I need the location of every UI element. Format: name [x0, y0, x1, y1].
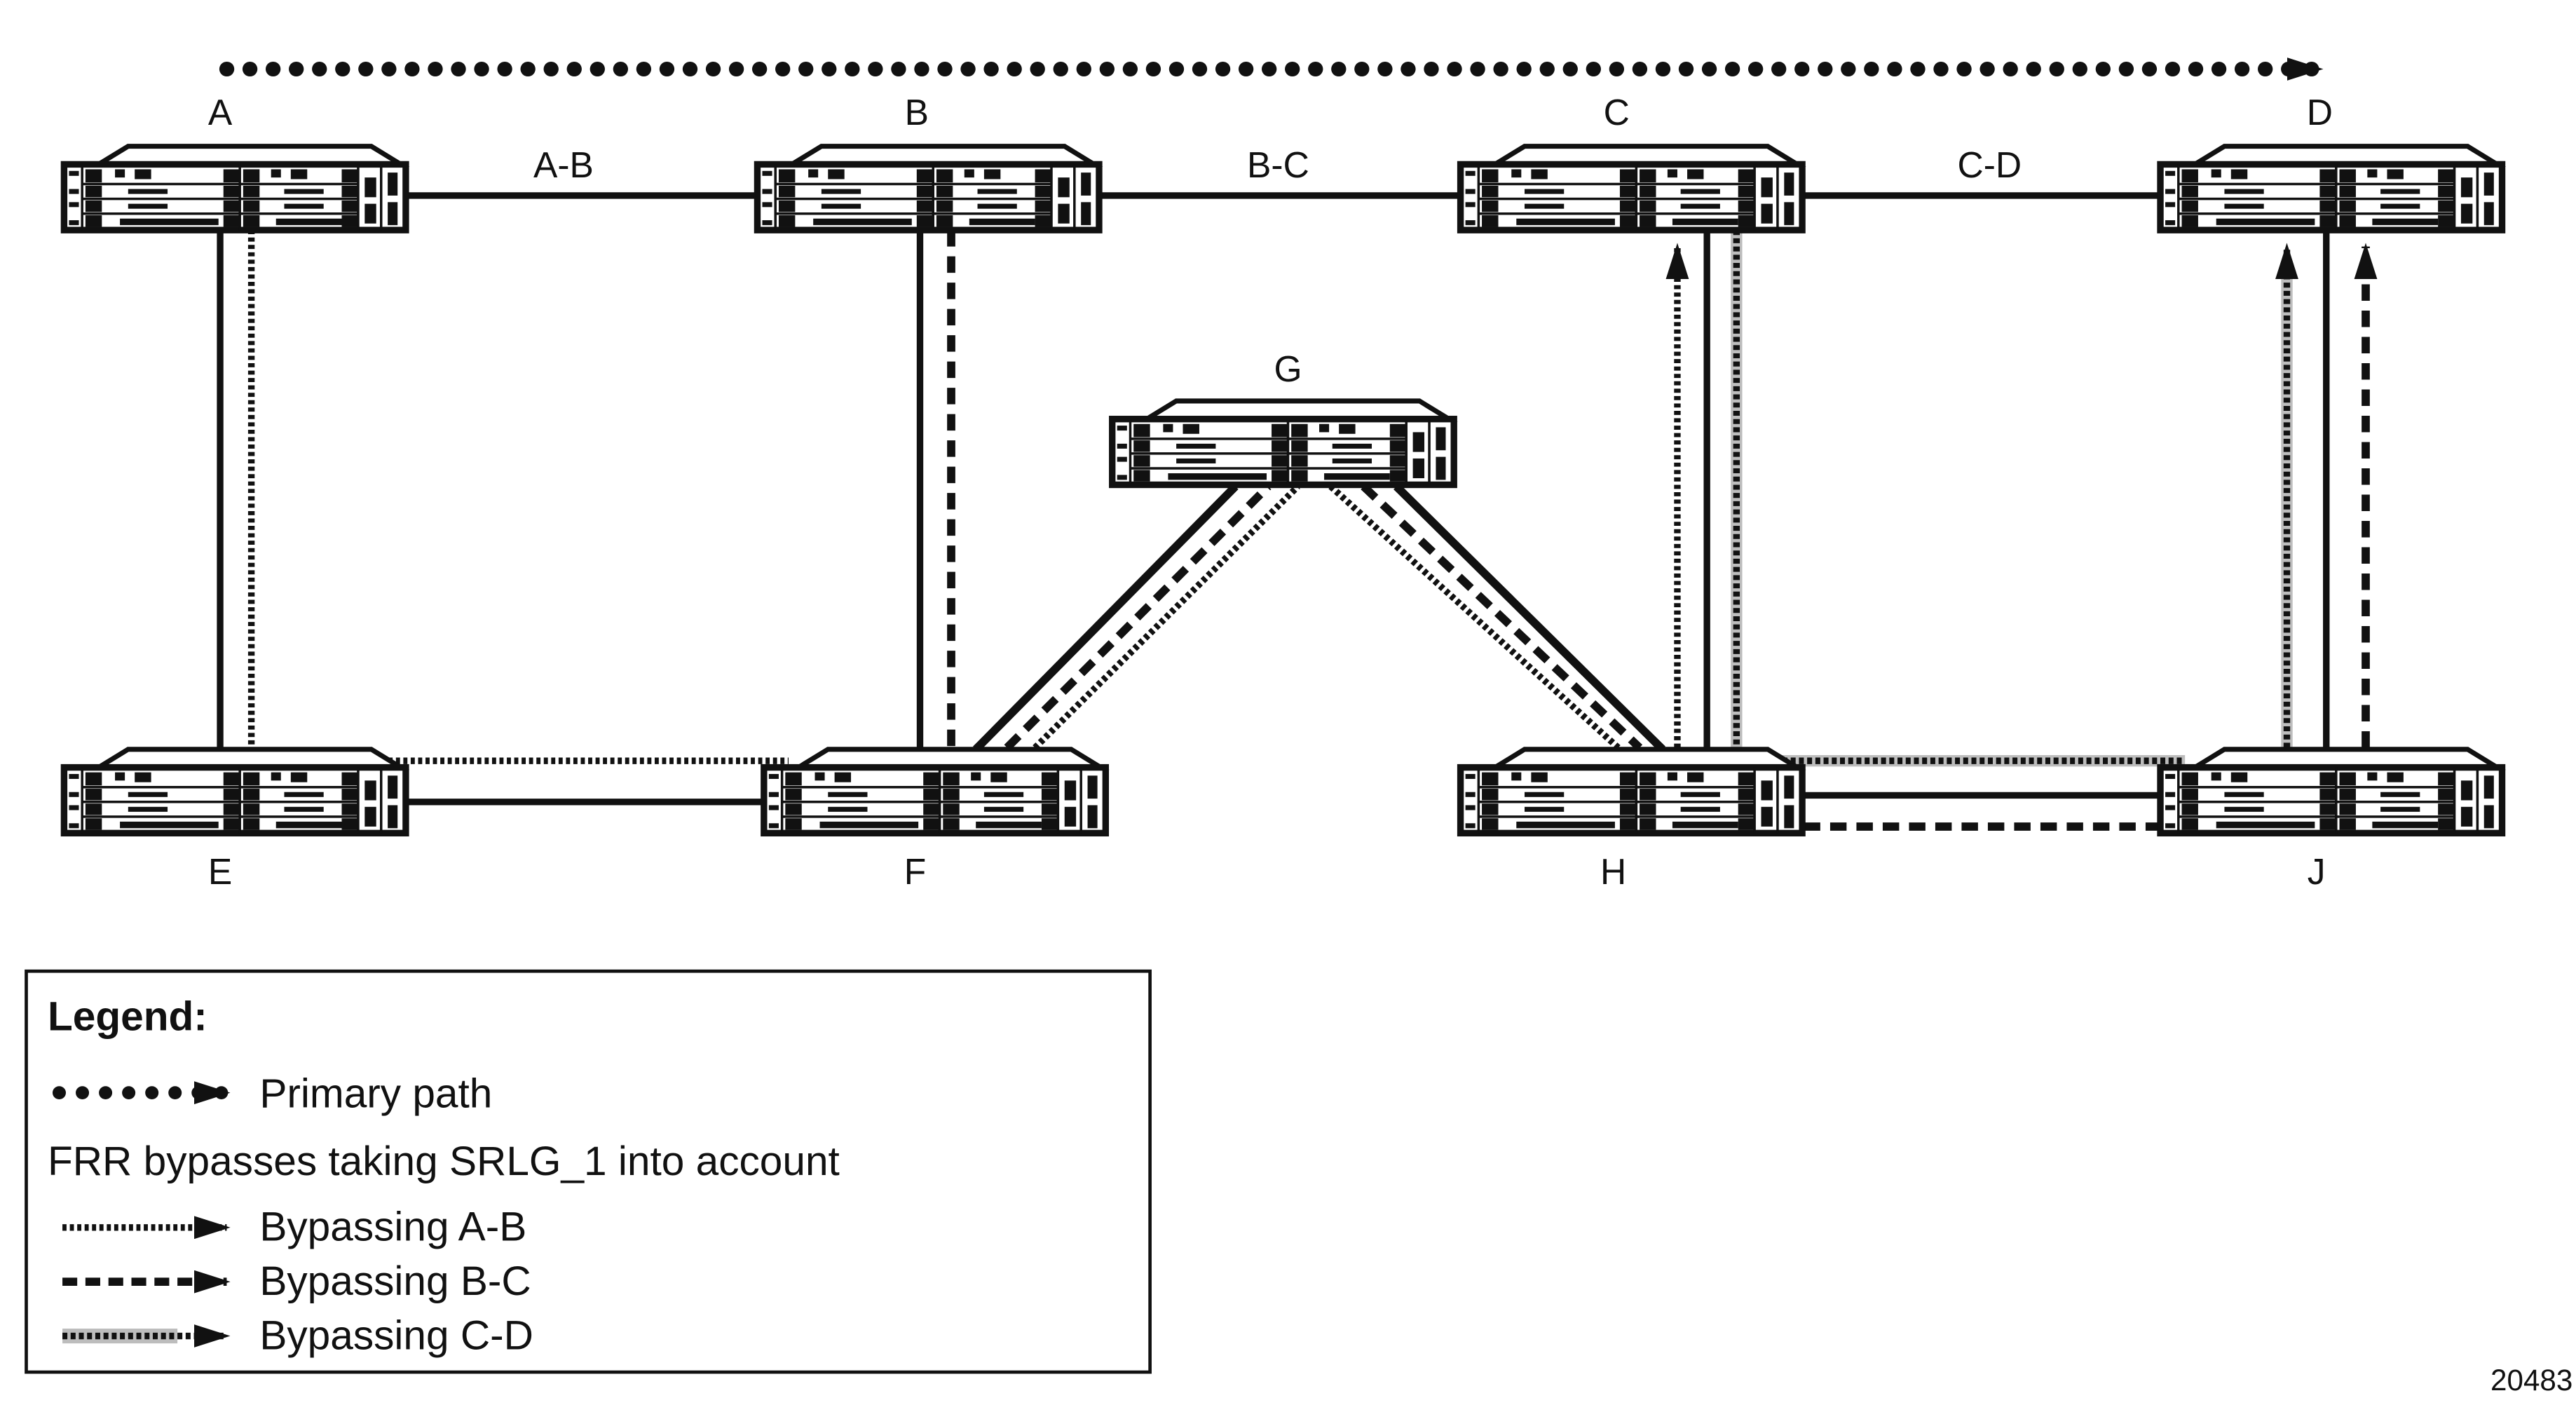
router-g[interactable]: [1112, 401, 1454, 485]
legend: Legend: Primary path FRR bypasses taking…: [25, 969, 1152, 1374]
router-j[interactable]: [2160, 749, 2502, 834]
router-a[interactable]: [64, 147, 406, 231]
router-e[interactable]: [64, 749, 406, 834]
router-d[interactable]: [2160, 147, 2502, 231]
node-label-b: B: [905, 92, 929, 133]
link-label-b-c: B-C: [1247, 144, 1309, 185]
router-b[interactable]: [757, 147, 1099, 231]
bypass-a-b-path: [247, 230, 1689, 764]
router-c[interactable]: [1461, 147, 1803, 231]
node-label-e: E: [208, 851, 232, 892]
link-label-c-d: C-D: [1957, 144, 2022, 185]
legend-bypass-c-d-label: Bypassing C-D: [259, 1312, 533, 1358]
link-f-g: [973, 483, 1239, 752]
router-h[interactable]: [1461, 749, 1803, 834]
node-label-g: G: [1274, 348, 1302, 389]
bypass-c-d-path: [1731, 230, 2298, 767]
legend-subtitle: FRR bypasses taking SRLG_1 into account: [48, 1139, 840, 1184]
node-label-j: J: [2308, 851, 2326, 892]
link-label-a-b: A-B: [533, 144, 594, 185]
legend-primary-label: Primary path: [259, 1071, 492, 1117]
node-label-d: D: [2307, 92, 2333, 133]
legend-bypass-b-c-label: Bypassing B-C: [259, 1258, 531, 1304]
node-label-h: H: [1600, 851, 1626, 892]
figure-id: 20483: [2490, 1364, 2572, 1397]
node-label-c: C: [1604, 92, 1630, 133]
links: [217, 192, 2378, 831]
legend-bypass-a-b-label: Bypassing A-B: [259, 1204, 526, 1250]
bypass-b-c-path: [947, 230, 2378, 831]
node-label-f: F: [904, 851, 927, 892]
node-label-a: A: [208, 92, 233, 133]
legend-title: Legend:: [48, 994, 207, 1040]
router-f[interactable]: [764, 749, 1106, 834]
link-g-h: [1393, 483, 1665, 752]
